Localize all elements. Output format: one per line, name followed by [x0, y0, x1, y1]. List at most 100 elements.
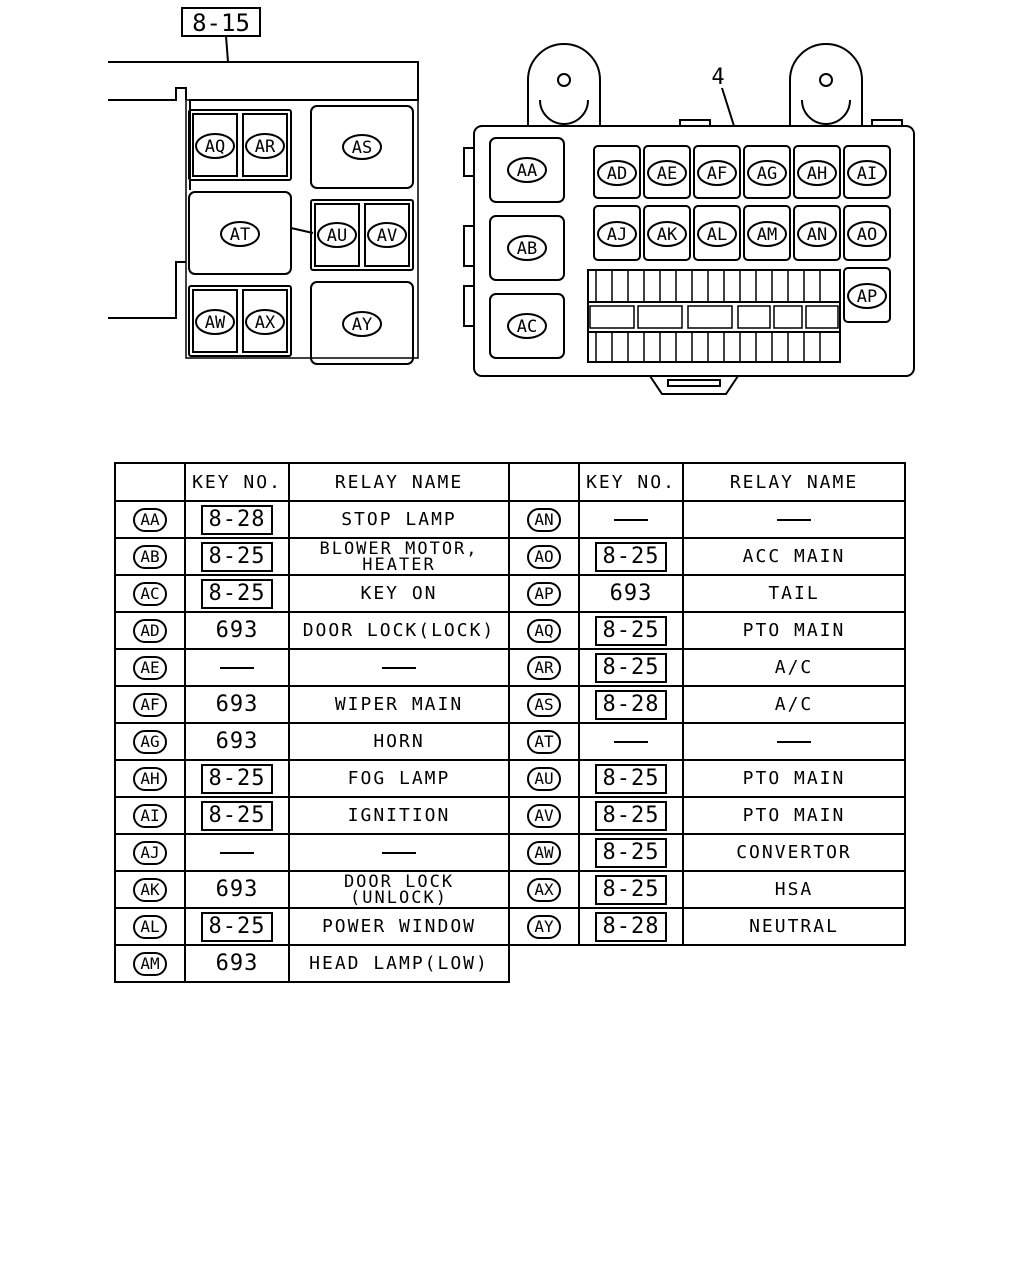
dash — [777, 519, 811, 521]
relay-slot-au: AU — [317, 222, 357, 248]
relay-code-cell: AQ — [508, 611, 580, 650]
key-no-cell: 8-25 — [184, 796, 290, 835]
relay-name: A/C — [774, 694, 814, 715]
relay-name-cell: BLOWER MOTOR,HEATER — [288, 537, 510, 576]
relay-name-cell: HEAD LAMP(LOW) — [288, 944, 510, 983]
key-no-cell: 693 — [184, 685, 290, 724]
relay-code: AF — [133, 692, 167, 717]
key-no-cell: 8-25 — [578, 611, 684, 650]
relay-name: A/C — [774, 657, 814, 678]
relay-slot-ar: AR — [245, 133, 285, 159]
empty-cell — [509, 945, 579, 982]
svg-text:AW: AW — [205, 313, 226, 333]
key-no: 8-28 — [594, 689, 668, 720]
relay-name: BLOWER MOTOR, — [319, 538, 479, 559]
svg-text:AG: AG — [757, 164, 777, 184]
relay-slot-af: AF — [697, 160, 737, 186]
dash — [382, 852, 416, 854]
relay-code-cell: AC — [114, 574, 186, 613]
relay-slot-aw: AW — [195, 309, 235, 335]
key-no-cell: 693 — [184, 944, 290, 983]
relay-slot-ak: AK — [647, 221, 687, 247]
relay-code-cell: AY — [508, 907, 580, 946]
key-no: 8-25 — [594, 652, 668, 683]
relay-code-cell: AP — [508, 574, 580, 613]
svg-text:AO: AO — [857, 225, 877, 245]
relay-code-cell: AU — [508, 759, 580, 798]
relay-name: IGNITION — [347, 805, 451, 826]
key-no: 8-25 — [200, 763, 274, 794]
svg-text:AN: AN — [807, 225, 827, 245]
relay-code-cell: AE — [114, 648, 186, 687]
relay-name-cell: PTO MAIN — [682, 796, 906, 835]
key-no-cell — [578, 500, 684, 539]
relay-code-cell: AF — [114, 685, 186, 724]
dash — [614, 519, 648, 521]
svg-text:AV: AV — [377, 226, 397, 246]
key-no-cell: 8-25 — [578, 537, 684, 576]
relay-code: AS — [527, 692, 561, 717]
table-row: AF 693 WIPER MAIN AS 8-28 A/C — [114, 685, 906, 724]
svg-text:AC: AC — [517, 317, 537, 337]
relay-name: PTO MAIN — [742, 805, 846, 826]
relay-code: AT — [527, 729, 561, 754]
relay-name-cell: PTO MAIN — [682, 611, 906, 650]
relay-code: AR — [527, 655, 561, 680]
header-cell — [114, 462, 186, 502]
svg-text:AU: AU — [327, 226, 347, 246]
key-no-cell: 8-25 — [578, 796, 684, 835]
dash — [220, 852, 254, 854]
key-no-cell: 8-25 — [184, 574, 290, 613]
relay-slot-ad: AD — [597, 160, 637, 186]
relay-code-cell: AK — [114, 870, 186, 909]
relay-code-cell: AR — [508, 648, 580, 687]
relay-code-cell: AH — [114, 759, 186, 798]
key-no-cell: 693 — [184, 722, 290, 761]
relay-slot-at: AT — [220, 221, 260, 247]
key-no: 8-25 — [200, 541, 274, 572]
svg-text:AT: AT — [230, 225, 250, 245]
dash — [382, 667, 416, 669]
relay-code-cell: AD — [114, 611, 186, 650]
relay-code: AX — [527, 877, 561, 902]
relay-name-cell — [682, 722, 906, 761]
relay-code-cell: AA — [114, 500, 186, 539]
svg-text:AP: AP — [857, 287, 877, 307]
key-no-cell: 693 — [184, 870, 290, 909]
ref-box — [181, 7, 261, 37]
relay-name: WIPER MAIN — [334, 694, 464, 715]
relay-name-cell: DOOR LOCK(LOCK) — [288, 611, 510, 650]
table-row: AE AR 8-25 A/C — [114, 648, 906, 687]
key-no-cell: 8-25 — [184, 759, 290, 798]
key-no-cell: 693 — [578, 574, 684, 613]
relay-code: AK — [133, 877, 167, 902]
key-no: 8-25 — [200, 578, 274, 609]
svg-text:AE: AE — [657, 164, 677, 184]
relay-code-cell: AG — [114, 722, 186, 761]
relay-code-cell: AB — [114, 537, 186, 576]
key-no: 8-25 — [200, 911, 274, 942]
key-no-cell: 8-25 — [578, 648, 684, 687]
relay-code-cell: AX — [508, 870, 580, 909]
relay-slot-aa: AA — [507, 157, 547, 183]
relay-name: DOOR LOCK — [343, 871, 455, 892]
svg-text:AS: AS — [352, 138, 372, 158]
relay-code-cell: AJ — [114, 833, 186, 872]
relay-code: AN — [527, 507, 561, 532]
key-no-cell: 8-25 — [578, 870, 684, 909]
key-no: 693 — [609, 581, 653, 606]
key-no-cell: 8-28 — [578, 685, 684, 724]
relay-slot-ag: AG — [747, 160, 787, 186]
relay-slot-an: AN — [797, 221, 837, 247]
key-no-cell — [578, 722, 684, 761]
svg-text:AR: AR — [255, 137, 276, 157]
svg-text:AX: AX — [255, 313, 276, 333]
relay-name: HSA — [774, 879, 814, 900]
relay-code-cell: AO — [508, 537, 580, 576]
